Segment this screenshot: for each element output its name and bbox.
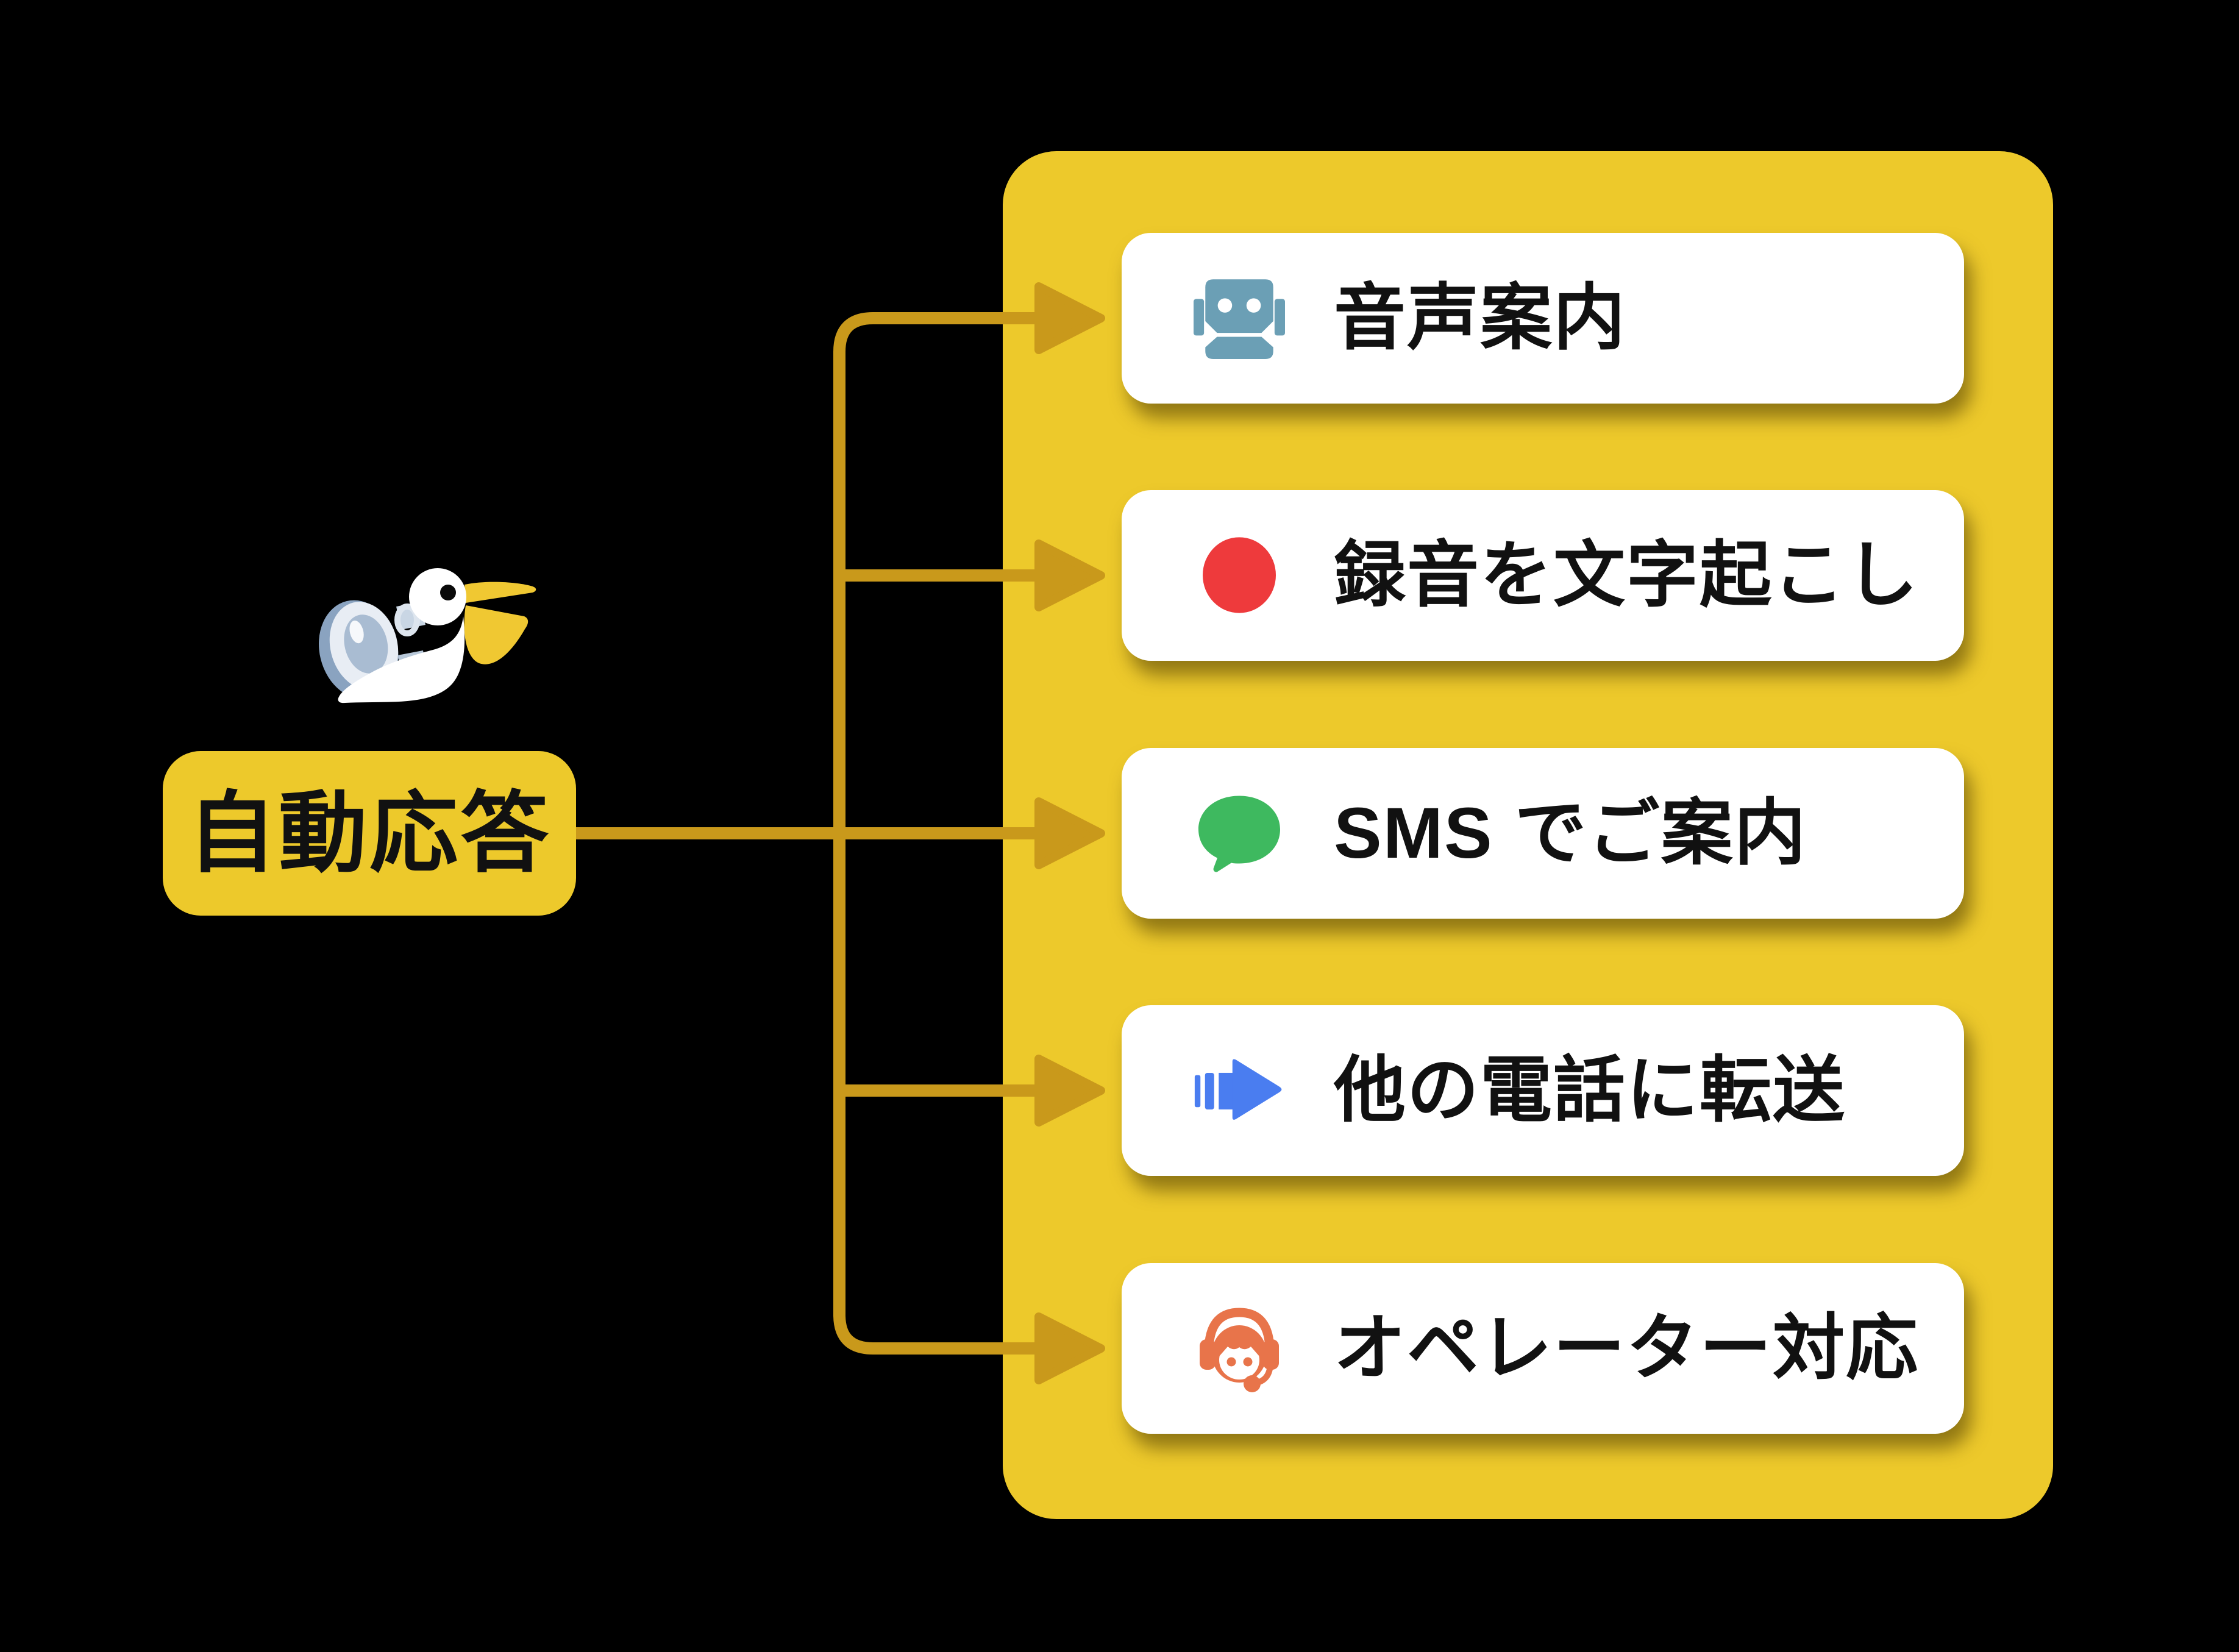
sms-icon xyxy=(1194,788,1285,879)
pelican-with-camera-icon xyxy=(305,566,543,719)
feature-card: SMS でご案内 xyxy=(1122,748,1964,919)
feature-label: 音声案内 xyxy=(1334,278,1627,358)
source-node: 自動応答 xyxy=(163,751,576,916)
feature-card: 音声案内 xyxy=(1122,233,1964,404)
robot-icon xyxy=(1194,272,1285,364)
feature-label: 録音を文字起こし xyxy=(1334,535,1920,616)
feature-label: オペレーター対応 xyxy=(1334,1308,1920,1389)
source-label: 自動応答 xyxy=(188,783,551,883)
record-icon xyxy=(1194,530,1285,621)
feature-label: SMS でご案内 xyxy=(1334,793,1807,874)
feature-card: オペレーター対応 xyxy=(1122,1263,1964,1434)
feature-card: 他の電話に転送 xyxy=(1122,1005,1964,1176)
feature-card: 録音を文字起こし xyxy=(1122,490,1964,661)
forward-icon xyxy=(1194,1045,1285,1136)
feature-label: 他の電話に転送 xyxy=(1334,1050,1846,1131)
operator-icon xyxy=(1194,1303,1285,1394)
